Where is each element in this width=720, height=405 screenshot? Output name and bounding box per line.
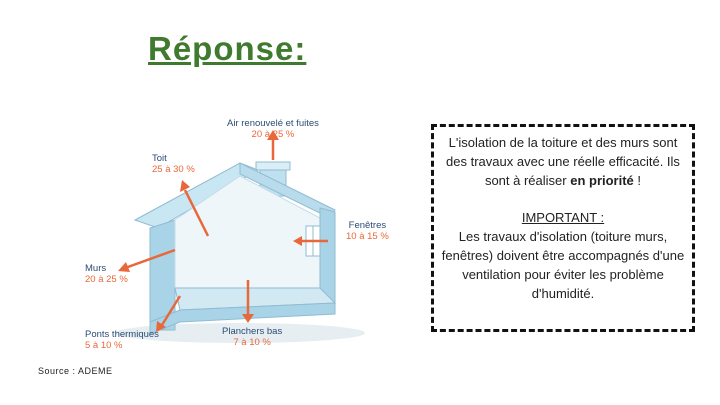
label-percent: 20 à 25 % <box>85 274 128 285</box>
info-body: Les travaux d'isolation (toiture murs, f… <box>441 229 685 301</box>
label-air-renouvele: Air renouvelé et fuites 20 à 25 % <box>227 118 319 140</box>
label-name: Ponts thermiques <box>85 329 159 340</box>
label-percent: 7 à 10 % <box>233 337 271 348</box>
info-text: L'isolation de la toiture et des murs so… <box>446 135 680 188</box>
label-percent: 10 à 15 % <box>346 231 389 242</box>
info-bold-text: en priorité <box>570 173 634 188</box>
label-planchers-bas: Planchers bas 7 à 10 % <box>222 326 282 348</box>
label-name: Murs <box>85 263 107 274</box>
label-percent: 25 à 30 % <box>152 164 195 175</box>
label-toit: Toit 25 à 30 % <box>152 153 195 175</box>
page-title: Réponse: <box>148 30 307 67</box>
label-percent: 5 à 10 % <box>85 340 123 351</box>
info-heading: IMPORTANT : <box>521 210 605 225</box>
house-heat-loss-diagram: Air renouvelé et fuites 20 à 25 % Toit 2… <box>80 108 400 358</box>
label-name: Air renouvelé et fuites <box>227 118 319 129</box>
label-name: Planchers bas <box>222 326 283 337</box>
info-text-end: ! <box>633 173 642 188</box>
house-illustration <box>115 130 365 343</box>
label-name: Fenêtres <box>348 220 387 231</box>
info-box: L'isolation de la toiture et des murs so… <box>431 124 695 332</box>
info-paragraph: L'isolation de la toiture et des murs so… <box>440 133 686 190</box>
label-name: Toit <box>152 153 167 164</box>
label-murs: Murs 20 à 25 % <box>85 263 128 285</box>
source-caption: Source : ADEME <box>38 366 113 376</box>
label-ponts-thermiques: Ponts thermiques 5 à 10 % <box>85 329 159 351</box>
label-fenetres: Fenêtres 10 à 15 % <box>346 220 389 242</box>
label-percent: 20 à 25 % <box>251 129 295 140</box>
